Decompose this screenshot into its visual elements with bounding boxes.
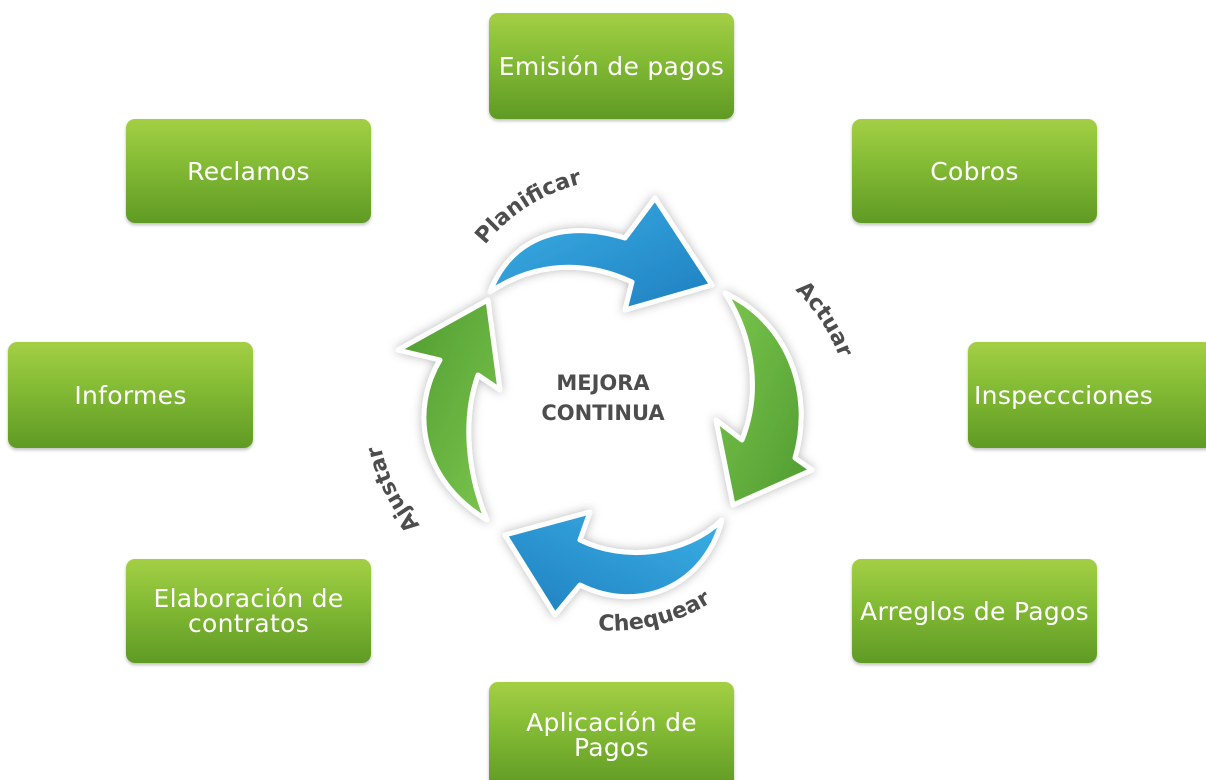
ajustar-label: Ajustar <box>362 444 424 537</box>
box-emision-de-pagos[interactable]: Emisión de pagos <box>489 13 734 119</box>
center-title-line1: MEJORA <box>556 371 650 395</box>
pdca-cycle-diagram: Planificar Actuar Chequear Ajustar <box>362 165 858 637</box>
planificar-arrow <box>487 195 715 313</box>
ajustar-arrow <box>395 297 503 523</box>
box-aplicacion-label: Aplicación de Pagos <box>526 708 697 762</box>
box-elaboracion-de-contratos[interactable]: Elaboración de contratos <box>126 559 371 663</box>
box-informes[interactable]: Informes <box>8 342 253 448</box>
box-aplicacion-de-pagos[interactable]: Aplicación de Pagos <box>489 682 734 780</box>
center-title-line2: CONTINUA <box>541 401 665 425</box>
actuar-arrow <box>713 290 815 508</box>
box-arreglos-label: Arreglos de Pagos <box>860 596 1089 626</box>
box-cobros[interactable]: Cobros <box>852 119 1097 223</box>
box-inspecciones-label: Inspeccciones <box>974 380 1154 410</box>
box-emision-label: Emisión de pagos <box>498 51 725 81</box>
box-arreglos-de-pagos[interactable]: Arreglos de Pagos <box>852 559 1097 663</box>
box-inspecciones[interactable]: Inspeccciones <box>968 342 1206 448</box>
box-cobros-label: Cobros <box>930 156 1019 186</box>
chequear-arrow <box>502 509 725 618</box>
box-reclamos[interactable]: Reclamos <box>126 119 371 223</box>
actuar-label: Actuar <box>791 277 858 361</box>
center-title: MEJORA CONTINUA <box>508 368 698 428</box>
box-reclamos-label: Reclamos <box>187 156 310 186</box>
box-elaboracion-label: Elaboración de contratos <box>153 584 344 638</box>
box-informes-label: Informes <box>74 380 187 410</box>
